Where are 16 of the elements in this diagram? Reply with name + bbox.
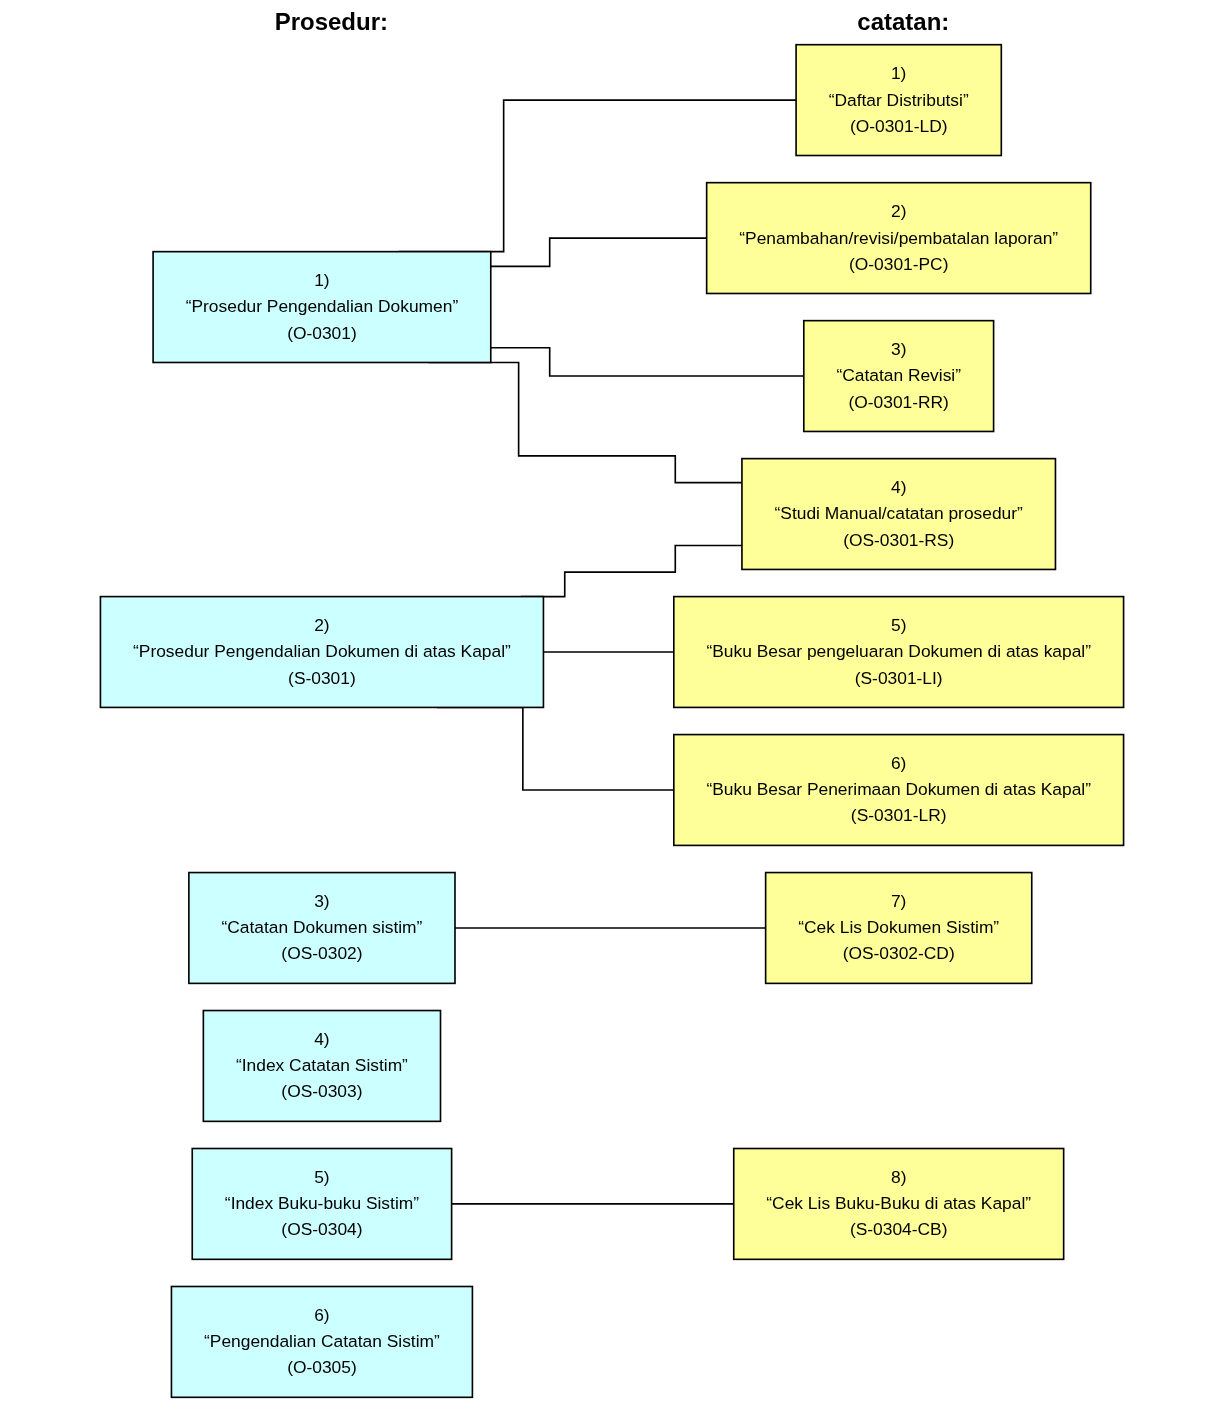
node-box: 2) “Penambahan/revisi/pembatalan laporan” (O-0301-PC) [705,181,1092,295]
column-heading: Prosedur: [274,8,388,36]
node-box: 6) “Pengendalian Catatan Sistim” (O-0305) [170,1285,474,1399]
node-box: 3) “Catatan Dokumen sistim” (OS-0302) [188,871,456,985]
node-box: 5) “Buku Besar pengeluaran Dokumen di atas kapal” (S-0301-LI) [673,595,1125,709]
node-box: 4) “Index Catatan Sistim” (OS-0303) [202,1009,442,1123]
node-box: 1) “Prosedur Pengendalian Dokumen” (O-0301) [152,250,492,364]
node-box: 4) “Studi Manual/catatan prosedur” (OS-0301-RS) [741,457,1057,571]
node-box: 8) “Cek Lis Buku-Buku di atas Kapal” (S-0304-CB) [732,1147,1065,1261]
node-box: 6) “Buku Besar Penerimaan Dokumen di atas Kapal” (S-0301-LR) [673,733,1125,847]
column-heading: catatan: [857,8,950,36]
node-box: 5) “Index Buku-buku Sistim” (OS-0304) [191,1147,453,1261]
node-box: 2) “Prosedur Pengendalian Dokumen di atas Kapal” (S-0301) [99,595,545,709]
node-box: 3) “Catatan Revisi” (O-0301-RR) [802,319,995,433]
node-box: 7) “Cek Lis Dokumen Sistim” (OS-0302-CD) [764,871,1033,985]
node-box: 1) “Daftar Distributsi” (O-0301-LD) [795,43,1003,157]
